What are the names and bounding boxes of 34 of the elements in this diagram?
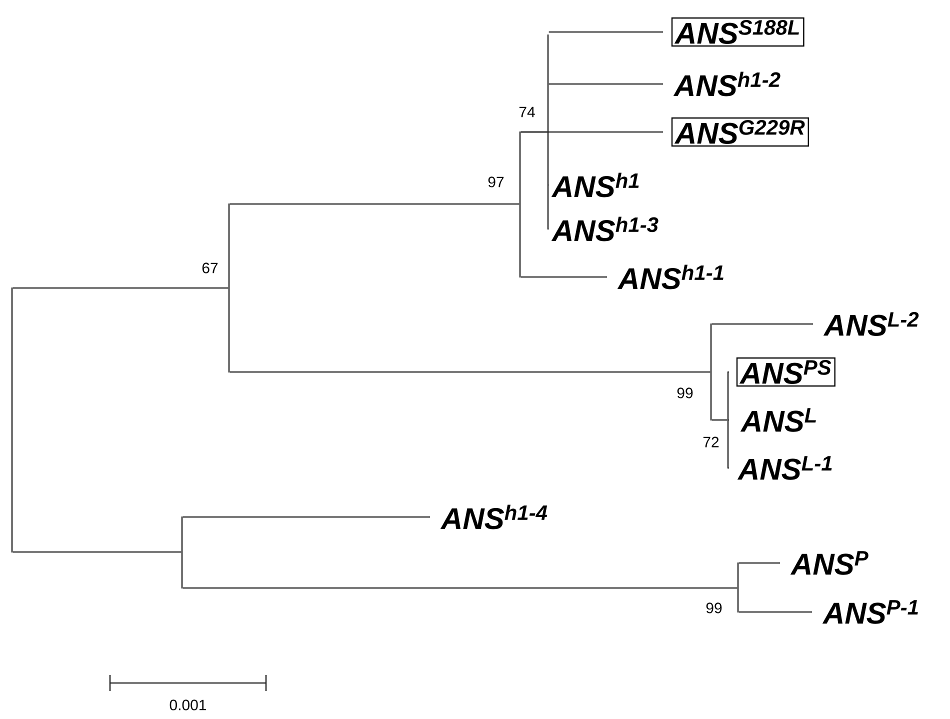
boxed-taxon-label: ANS$^{S188L}$ <box>671 17 804 47</box>
bootstrap-value: 97 <box>488 176 504 188</box>
scale-label: 0.001 <box>170 700 206 710</box>
taxon-label: ANS$^{h1}$ <box>551 172 639 198</box>
taxon-label: ANS$^{L-2}$ <box>823 312 919 336</box>
branch-line <box>738 562 780 564</box>
bootstrap-value: 99 <box>706 602 722 614</box>
branch-line <box>520 276 607 278</box>
branch-line <box>12 287 228 289</box>
bootstrap-value: 74 <box>519 106 535 118</box>
branch-line <box>712 419 728 421</box>
branch-line <box>712 323 813 325</box>
bootstrap-value: 99 <box>677 388 693 398</box>
taxon-label: ANS$^{P-1}$ <box>822 600 918 624</box>
taxon-label: ANS$^{h1-4}$ <box>440 504 548 530</box>
branch-line <box>548 83 663 85</box>
branch-line <box>548 31 663 33</box>
taxon-label: ANS$^{P}$ <box>790 551 868 575</box>
taxon-label: ANS$^{h1-2}$ <box>673 72 780 96</box>
branch-line <box>230 203 520 205</box>
taxon-label: ANS$^{h1-3}$ <box>551 216 658 242</box>
branch-line <box>738 611 812 613</box>
branch-line <box>182 587 738 589</box>
boxed-taxon-label: ANS$^{PS}$ <box>736 357 836 387</box>
taxon-label: ANS$^{h1-1}$ <box>617 264 724 290</box>
bootstrap-value: 72 <box>703 436 719 448</box>
taxon-label: ANS$^{L-1}$ <box>737 456 832 480</box>
branch-line <box>520 131 663 133</box>
bootstrap-value: 67 <box>202 262 218 274</box>
branch-line <box>230 371 710 373</box>
taxon-label: ANS$^{L}$ <box>740 408 816 432</box>
boxed-taxon-label: ANS$^{G229R}$ <box>671 117 809 147</box>
branch-line <box>182 516 430 518</box>
branch-line <box>12 551 182 553</box>
